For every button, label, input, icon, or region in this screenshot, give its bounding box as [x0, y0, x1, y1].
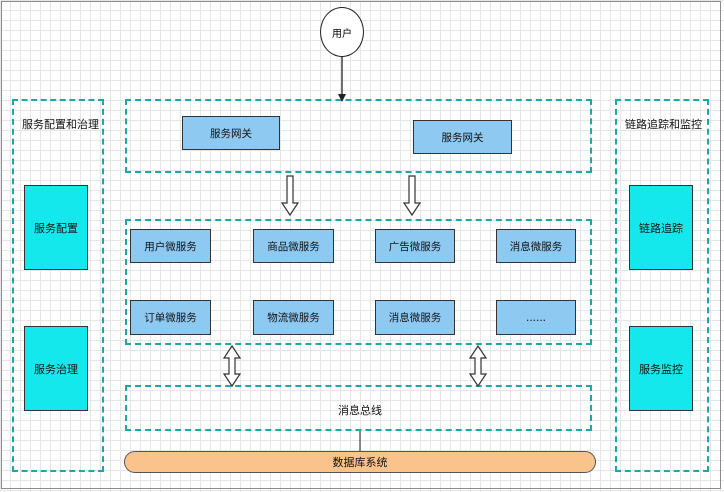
database-label: 数据库系统 — [332, 456, 388, 469]
gateway-label-2: 服务网关 — [441, 131, 484, 144]
service-governance-box[interactable]: 服务治理 — [24, 326, 88, 411]
config-governance-title: 服务配置和治理 — [22, 118, 99, 131]
gateway-box-1[interactable]: 服务网关 — [182, 116, 280, 150]
config-governance-panel — [12, 99, 104, 472]
microservice-label: 商品微服务 — [267, 240, 320, 253]
gateway-label-1: 服务网关 — [210, 127, 252, 140]
service-monitoring-box[interactable]: 服务监控 — [629, 326, 693, 411]
link-tracing-label: 链路追踪 — [639, 221, 683, 235]
microservice-label: 广告微服务 — [388, 240, 442, 253]
tracing-monitoring-panel — [615, 99, 709, 472]
microservice-box[interactable]: 物流微服务 — [253, 300, 334, 335]
gateway-layer — [125, 99, 592, 173]
microservice-box[interactable]: ...... — [496, 300, 576, 335]
service-config-box[interactable]: 服务配置 — [24, 185, 88, 270]
microservice-layer — [125, 219, 592, 345]
message-bus-label: 消息总线 — [338, 404, 382, 417]
tracing-monitoring-title: 链路追踪和监控 — [625, 118, 702, 131]
microservice-label: 用户微服务 — [144, 240, 197, 253]
link-tracing-box[interactable]: 链路追踪 — [629, 185, 693, 270]
microservice-label: 物流微服务 — [267, 312, 320, 324]
service-governance-label: 服务治理 — [34, 362, 78, 376]
microservice-label: 消息微服务 — [388, 312, 442, 324]
microservice-box[interactable]: 消息微服务 — [496, 229, 576, 263]
user-label: 用户 — [332, 28, 352, 40]
service-monitoring-label: 服务监控 — [639, 362, 683, 376]
microservice-box[interactable]: 广告微服务 — [375, 229, 455, 263]
microservice-label: 订单微服务 — [144, 312, 197, 324]
user-node[interactable]: 用户 — [320, 7, 364, 57]
message-bus-layer[interactable] — [125, 385, 592, 431]
microservice-box[interactable]: 订单微服务 — [130, 300, 211, 335]
microservice-box[interactable]: 用户微服务 — [130, 229, 211, 263]
database-system[interactable]: 数据库系统 — [124, 451, 596, 473]
gateway-box-2[interactable]: 服务网关 — [413, 120, 512, 154]
microservice-box[interactable]: 消息微服务 — [375, 300, 455, 335]
microservice-label: ...... — [525, 311, 547, 324]
microservice-box[interactable]: 商品微服务 — [253, 229, 334, 263]
microservice-label: 消息微服务 — [509, 240, 563, 253]
service-config-label: 服务配置 — [34, 221, 78, 235]
